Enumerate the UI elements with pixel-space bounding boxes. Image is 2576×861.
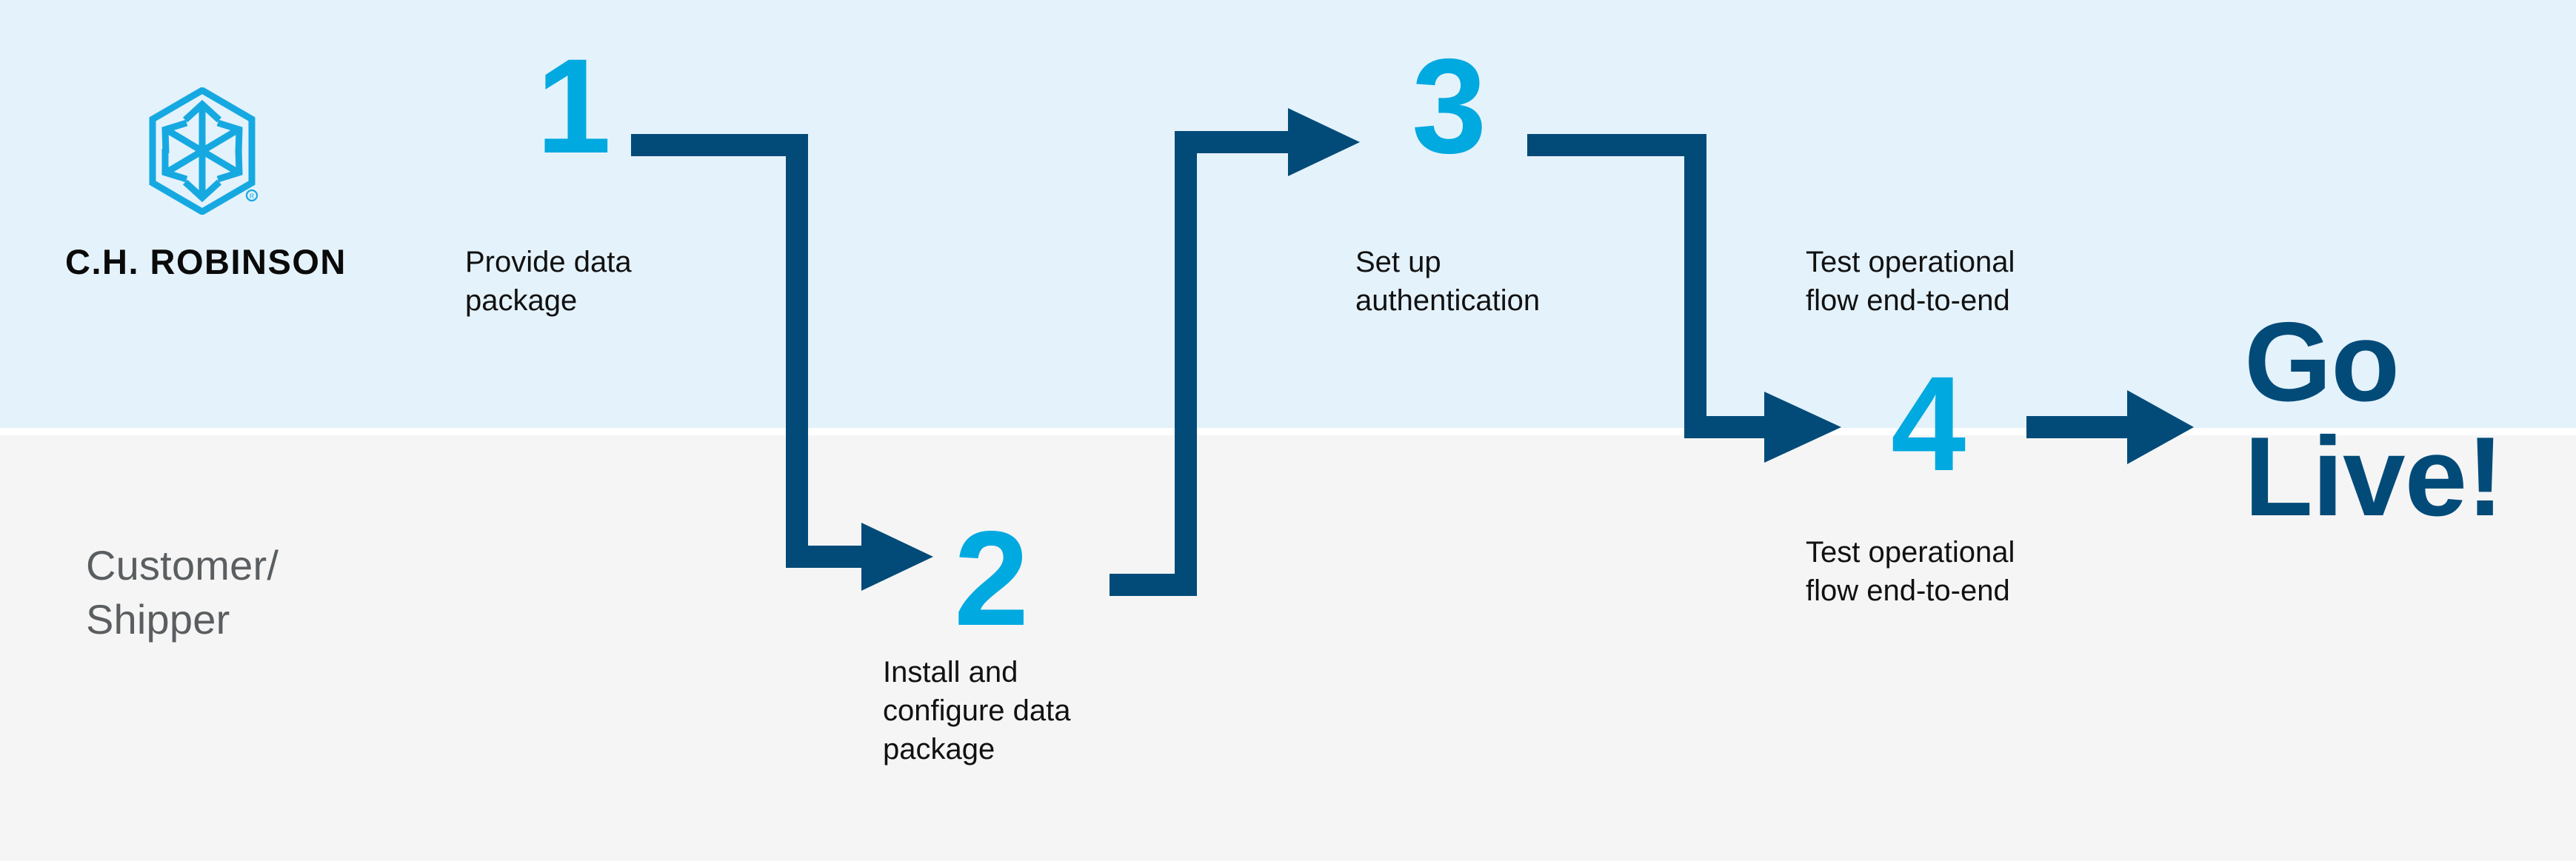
step-4-top-caption-line1: Test operational [1806,246,2015,278]
step-caption-2: Install and configure data package [883,653,1071,768]
step-number-1: 1 [536,30,611,181]
brand-logo: R C.H. ROBINSON [65,87,347,282]
step-3-caption-line1: Set up [1355,246,1441,278]
step-number-2: 2 [954,503,1029,654]
lane-label-customer-shipper: Customer/ Shipper [86,539,278,647]
hexagon-cube-arrows-icon: R [149,87,258,215]
step-caption-4-top: Test operational flow end-to-end [1806,243,2015,320]
step-2-caption-line1: Install and [883,656,1018,689]
step-caption-4-bottom: Test operational flow end-to-end [1806,533,2015,610]
lane-divider [0,428,2576,435]
lane-label-line2: Shipper [86,595,230,643]
brand-wordmark: C.H. ROBINSON [65,242,347,281]
step-number-3: 3 [1412,30,1486,181]
step-number-4: 4 [1891,348,1966,499]
lane-band-customer [0,435,2576,861]
step-4-bottom-caption-line2: flow end-to-end [1806,574,2010,607]
step-caption-1: Provide data package [465,243,632,320]
outcome-line1: Go [2244,299,2400,425]
lane-label-line1: Customer/ [86,542,279,589]
step-1-caption-line1: Provide data [465,246,632,278]
step-2-caption-line3: package [883,733,995,765]
step-caption-3: Set up authentication [1355,243,1540,320]
lane-band-robinson [0,0,2576,428]
step-2-caption-line2: configure data [883,694,1071,727]
outcome-go-live: Go Live! [2244,299,2504,540]
outcome-line2: Live! [2244,414,2504,540]
step-4-top-caption-line2: flow end-to-end [1806,284,2010,317]
svg-text:R: R [250,192,255,200]
step-1-caption-line2: package [465,284,578,317]
step-3-caption-line2: authentication [1355,284,1541,317]
step-4-bottom-caption-line1: Test operational [1806,536,2015,569]
